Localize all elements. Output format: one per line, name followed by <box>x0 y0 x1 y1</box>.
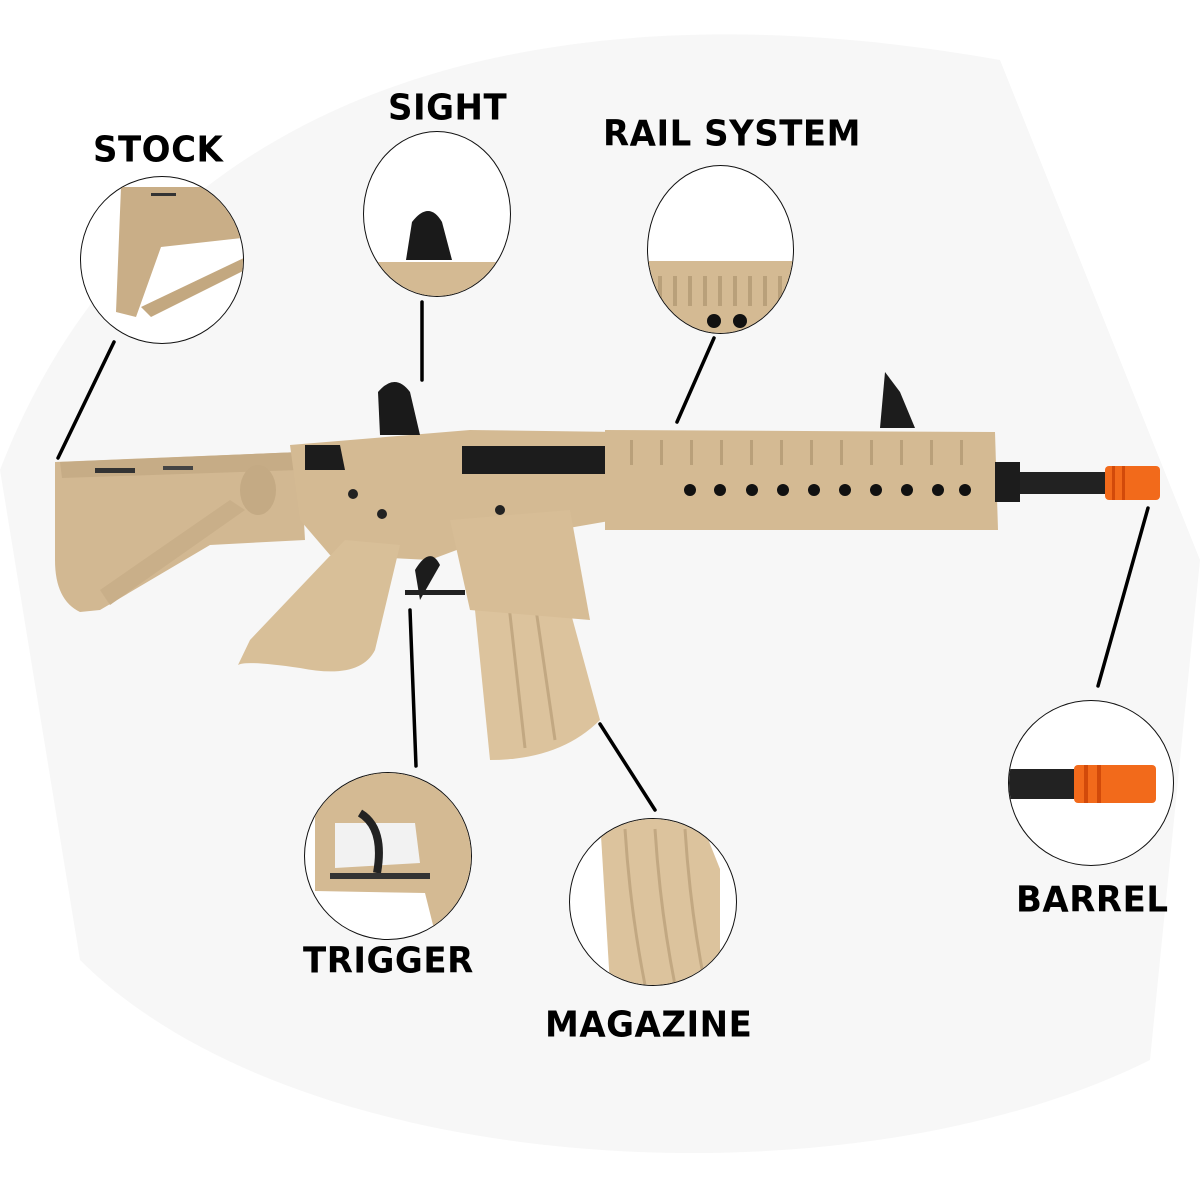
barrel-shape <box>995 462 1160 502</box>
label-trigger: TRIGGER <box>303 940 474 982</box>
magazine-detail-icon <box>600 819 720 985</box>
detail-circle-stock <box>80 176 244 344</box>
detail-circle-sight <box>363 131 511 297</box>
detail-circle-rail-system <box>647 165 794 334</box>
magazine-shape <box>450 510 600 760</box>
grip-shape <box>238 540 465 672</box>
stock-detail-icon <box>116 187 243 317</box>
trigger-detail-icon <box>305 773 471 933</box>
detail-circle-trigger <box>304 772 472 940</box>
label-barrel: BARREL <box>1016 879 1169 921</box>
barrel-detail-icon <box>1009 765 1156 803</box>
sight-detail-icon <box>364 211 510 296</box>
stock-shape <box>55 452 305 612</box>
label-magazine: MAGAZINE <box>545 1004 753 1046</box>
label-stock: STOCK <box>93 129 224 171</box>
rail-shape <box>605 372 998 530</box>
rail-detail-icon <box>648 261 793 333</box>
detail-circle-magazine <box>569 818 737 986</box>
label-rail-system: RAIL SYSTEM <box>603 113 861 155</box>
label-sight: SIGHT <box>388 87 508 129</box>
detail-circle-barrel <box>1008 700 1174 866</box>
